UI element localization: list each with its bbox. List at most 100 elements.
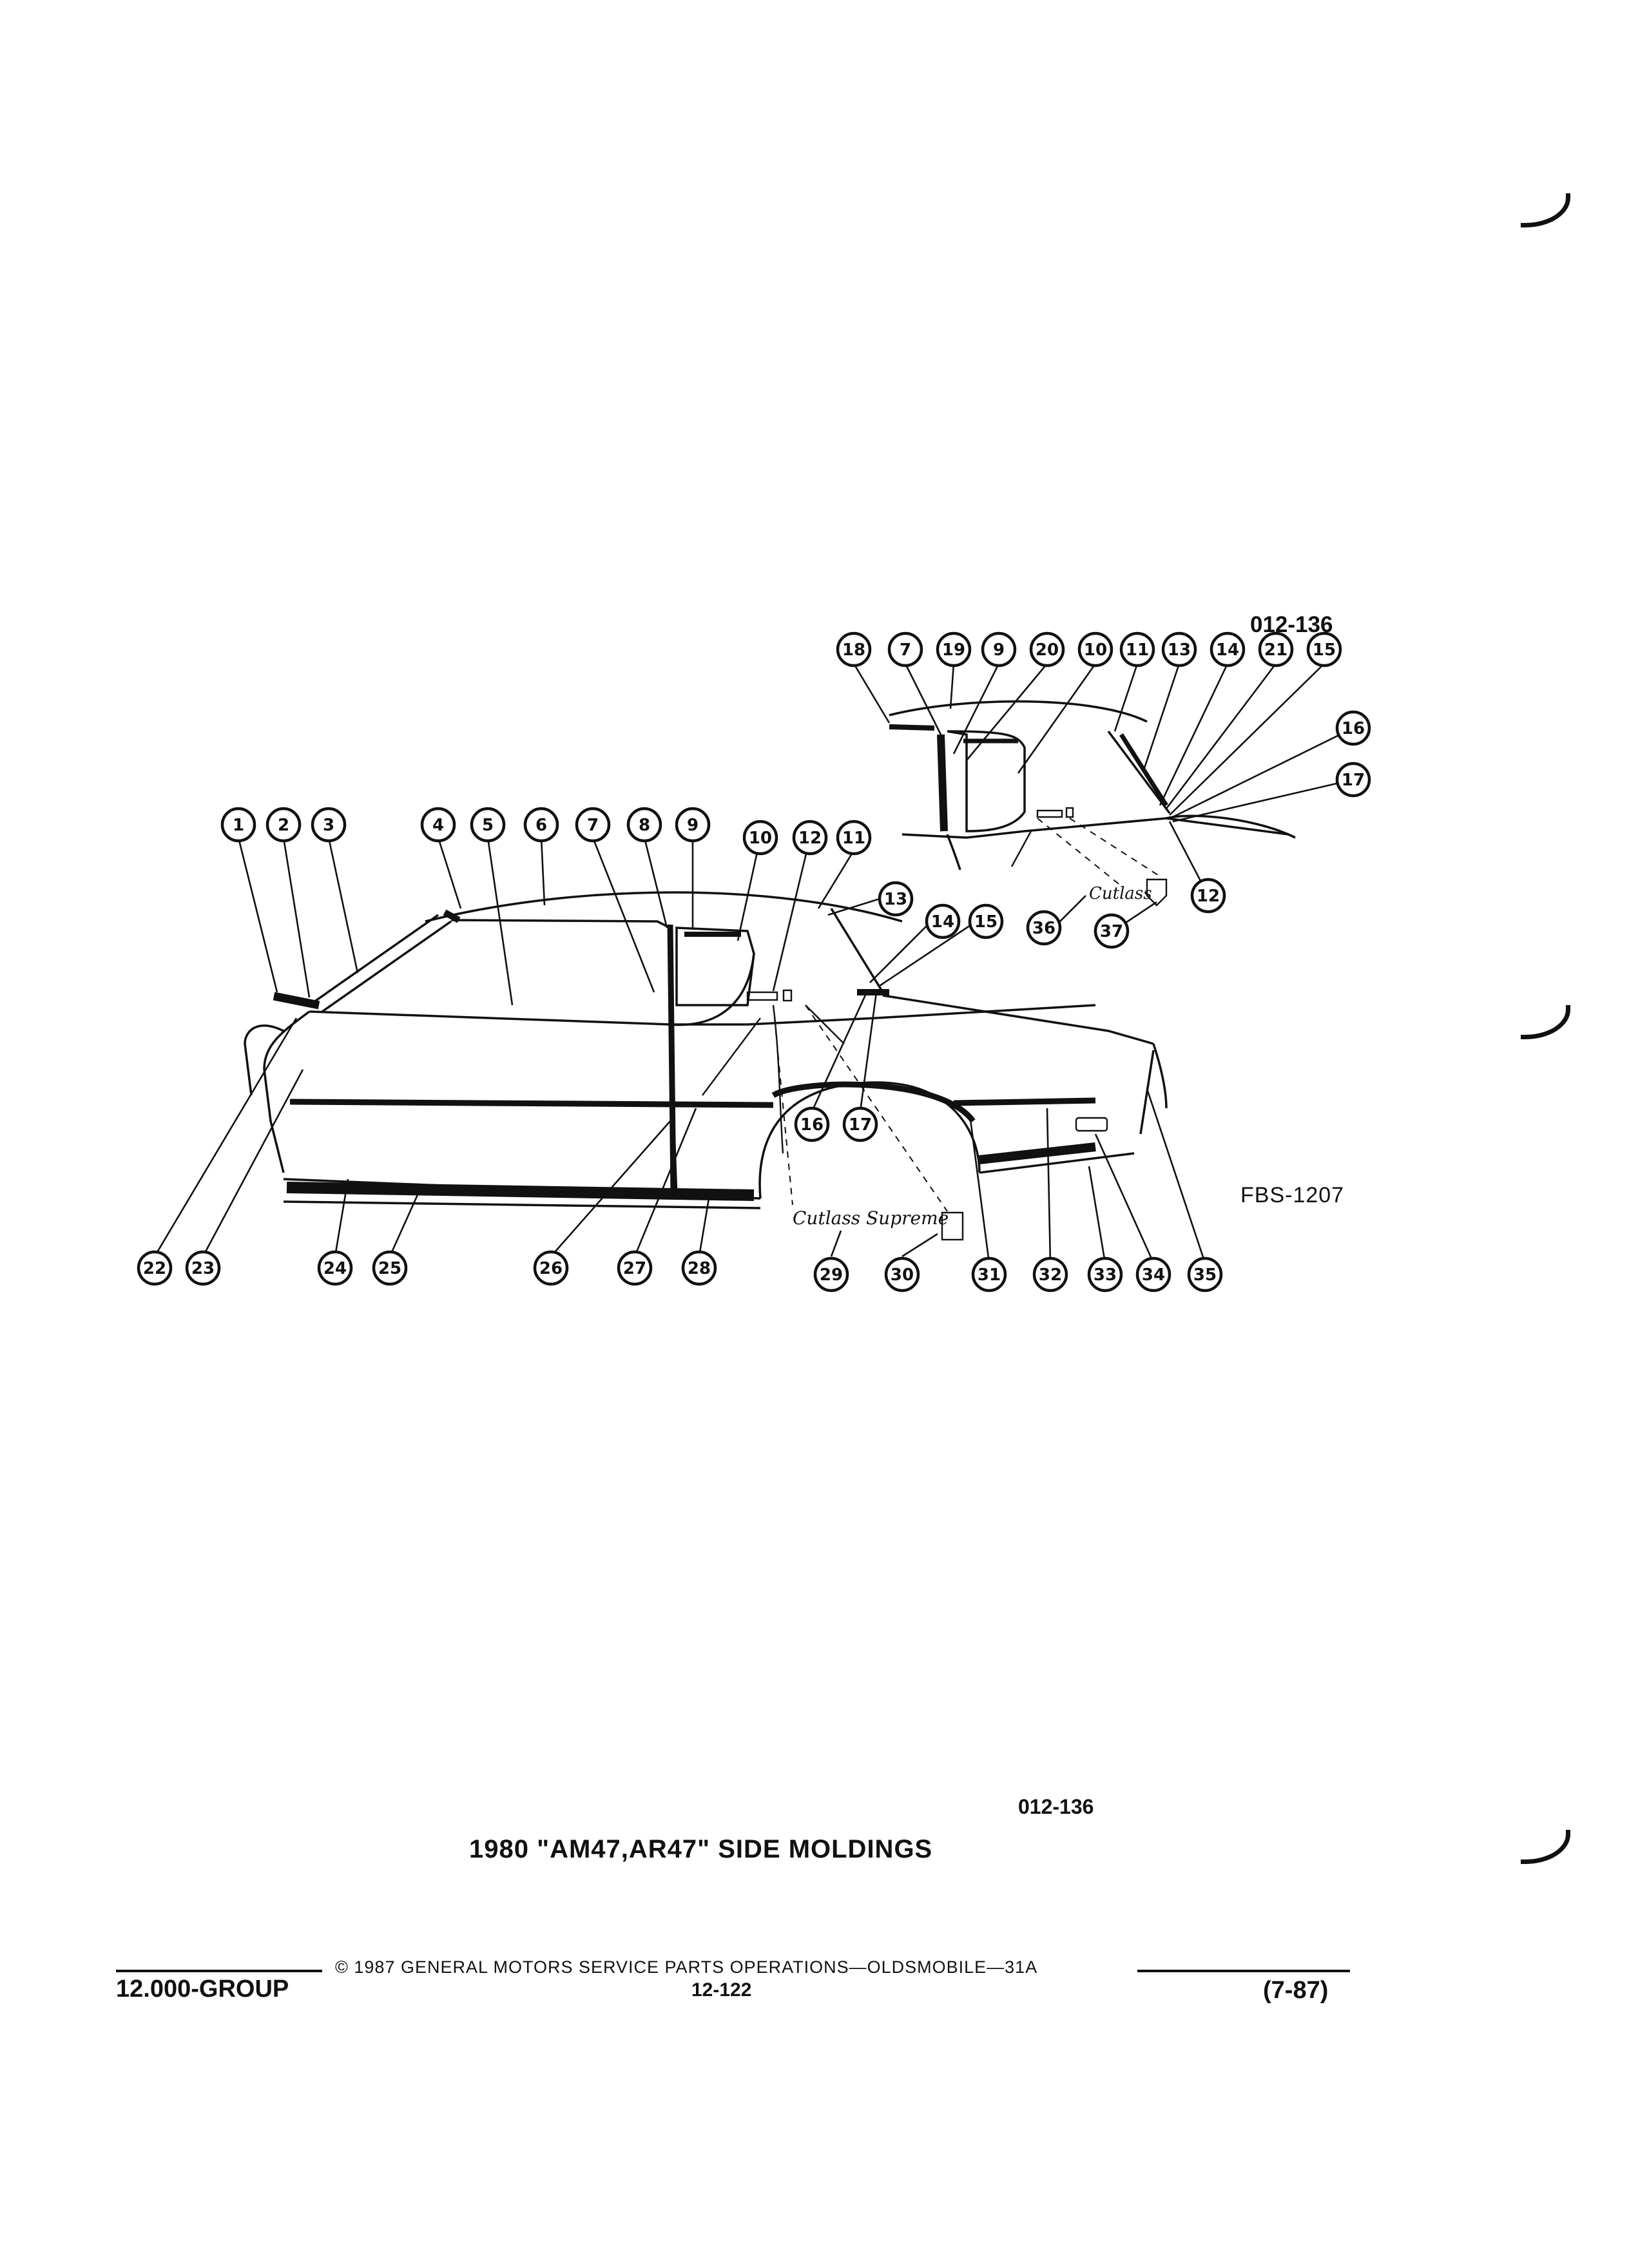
main-callout-number: 30 [891,1265,914,1285]
inset-callout-number: 10 [1084,640,1107,660]
main-callout-number: 28 [688,1259,711,1278]
inset-callout-number: 7 [900,640,911,660]
inset-callout-number: 18 [842,640,865,660]
inset-callout-number: 16 [1342,719,1365,738]
main-callout-number: 9 [687,816,699,835]
main-callout-number: 2 [278,816,289,835]
figure-id-bottom: 012-136 [1018,1795,1094,1818]
main-callout-3: 3 [311,807,347,843]
inset-callout-12: 12 [1190,878,1226,914]
emblem-29: Cutlass Supreme [793,1207,949,1229]
inset-callout-number: 19 [942,640,965,660]
inset-callout-number: 11 [1126,640,1149,660]
copyright-line: © 1987 GENERAL MOTORS SERVICE PARTS OPER… [335,1957,1038,1977]
main-callout-number: 6 [535,816,547,835]
main-callout-number: 25 [378,1259,401,1278]
inset-callout-7: 7 [887,631,923,668]
figure-title: 1980 "AM47,AR47" SIDE MOLDINGS [469,1835,933,1863]
main-callout-number: 17 [849,1115,872,1135]
main-callout-number: 23 [191,1259,215,1278]
figure-id-top: 012-136 [1250,612,1333,637]
small-parts: Cutlass Supreme [746,989,1108,1241]
main-callout-9: 9 [675,807,711,843]
main-callout-8: 8 [626,807,662,843]
inset-callout-number: 15 [1313,640,1336,660]
main-callout-7: 7 [575,807,611,843]
main-callout-17: 17 [842,1106,878,1142]
main-callout-34: 34 [1135,1256,1171,1293]
footer-rule-right [1137,1970,1350,1972]
main-callout-number: 10 [749,829,772,848]
inset-callout-36: 36 [1026,910,1062,946]
main-callout-16: 16 [794,1106,830,1142]
inset-callout-number: 9 [993,640,1005,660]
inset-callout-number: 20 [1036,640,1059,660]
inset-callout-19: 19 [936,631,972,668]
inset-callout-number: 14 [1216,640,1239,660]
revision-date: (7-87) [1263,1977,1329,2004]
inset-callout-number: 21 [1264,640,1287,660]
main-callout-29: 29 [813,1256,849,1293]
inset-callout-10: 10 [1077,631,1113,668]
inset-callout-9: 9 [981,631,1017,668]
main-callout-number: 13 [884,890,907,909]
main-callout-13: 13 [878,881,914,917]
main-callout-number: 22 [143,1259,166,1278]
main-callout-35: 35 [1187,1256,1223,1293]
group-label: 12.000-GROUP [116,1975,289,2003]
main-callout-number: 26 [539,1259,563,1278]
main-callout-27: 27 [617,1250,653,1286]
main-callout-number: 12 [798,829,822,848]
inset-callout-21: 21 [1258,631,1294,668]
inset-callout-number: 13 [1168,640,1191,660]
inset-leaders [853,663,1354,929]
inset-callout-11: 11 [1119,631,1155,668]
main-callout-23: 23 [185,1250,221,1286]
main-callout-number: 33 [1094,1265,1117,1285]
main-callout-number: 15 [974,912,998,932]
main-callout-number: 4 [432,816,444,835]
main-callout-12: 12 [792,820,828,856]
main-callout-number: 34 [1142,1265,1165,1285]
drawing-code: FBS-1207 [1240,1183,1345,1207]
inset-callout-15: 15 [1306,631,1342,668]
main-callout-number: 8 [639,816,650,835]
main-car-moldings [273,909,1096,1201]
main-callout-number: 27 [623,1259,646,1278]
inset-callout-37: 37 [1094,913,1130,949]
inset-callout-18: 18 [836,631,872,668]
main-callout-30: 30 [884,1256,920,1293]
main-callout-number: 5 [482,816,494,835]
main-leaders [153,837,1206,1264]
inset-callout-13: 13 [1161,631,1197,668]
main-callout-22: 22 [137,1250,173,1286]
inset-outline: Cutlass [889,700,1296,907]
main-callout-number: 32 [1039,1265,1062,1285]
main-callout-number: 24 [323,1259,347,1278]
main-callout-26: 26 [533,1250,569,1286]
inset-callout-number: 36 [1032,919,1055,938]
main-callout-33: 33 [1087,1256,1123,1293]
inset-callout-number: 17 [1342,771,1365,790]
main-callout-number: 35 [1193,1265,1217,1285]
main-callout-32: 32 [1032,1256,1068,1293]
main-callout-number: 31 [978,1265,1001,1285]
main-callout-4: 4 [420,807,456,843]
main-callout-number: 14 [931,912,954,932]
footer-rule-left [116,1970,322,1972]
inset-callout-number: 37 [1100,922,1123,941]
main-callout-number: 29 [820,1265,843,1285]
main-callout-number: 16 [800,1115,824,1135]
main-car-outline [244,891,1168,1209]
inset-callout-number: 12 [1197,887,1220,906]
main-callout-number: 7 [587,816,599,835]
inset-callout-16: 16 [1335,710,1371,746]
inset-callout-20: 20 [1029,631,1065,668]
main-callout-number: 11 [842,829,865,848]
inset-callout-17: 17 [1335,762,1371,798]
main-callout-11: 11 [836,820,872,856]
main-callout-28: 28 [681,1250,717,1286]
main-callout-31: 31 [971,1256,1007,1293]
main-callout-number: 3 [323,816,334,835]
